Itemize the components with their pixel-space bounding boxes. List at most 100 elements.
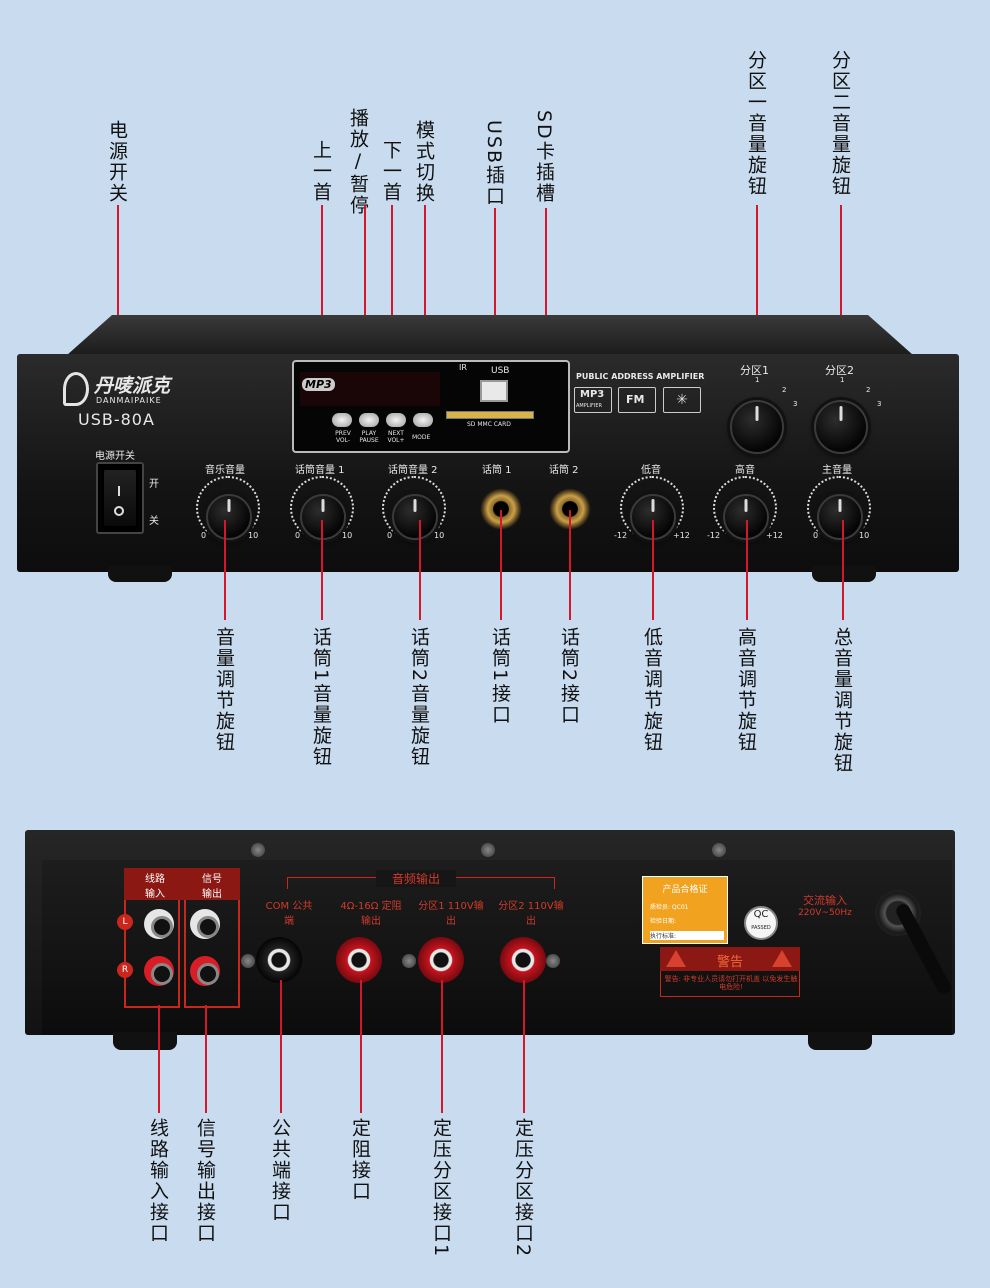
music-volume-title: 音乐音量 <box>205 465 245 476</box>
scale-label: 0 <box>387 531 393 540</box>
callout-line <box>364 205 366 420</box>
foot <box>108 566 172 582</box>
label-play-pause: 播放/暂停 <box>347 108 369 216</box>
fm-badge <box>618 387 656 413</box>
com-title: COM 公共端 <box>265 901 313 927</box>
fixed-title: 4Ω-16Ω 定阻输出 <box>340 901 402 927</box>
play-pause-button[interactable] <box>359 413 379 427</box>
mp3-badge-text: MP3 <box>580 389 605 400</box>
cert-line: 执行标准: <box>650 931 724 940</box>
signal-out-left-jack[interactable] <box>190 909 220 939</box>
scale-label: 0 <box>295 531 301 540</box>
channel-l-badge: L <box>117 914 133 930</box>
label-fixed: 定阻接口 <box>349 1118 371 1202</box>
ac-spec: 220V~50Hz <box>798 908 852 918</box>
callout-line <box>652 520 654 620</box>
com-terminal[interactable] <box>256 937 302 983</box>
zone2-volume-knob[interactable] <box>814 400 868 454</box>
mic2-volume-knob[interactable] <box>392 494 438 540</box>
line-in-left-jack[interactable] <box>144 909 174 939</box>
label-zone2-knob: 分区二音量旋钮 <box>829 50 851 197</box>
callout-line <box>569 510 571 620</box>
label-prev: 上一首 <box>310 140 332 203</box>
power-switch[interactable] <box>96 462 144 534</box>
brand-name-en: DANMAIPAIKE <box>96 396 162 405</box>
power-title: 电源开关 <box>95 451 135 462</box>
label-usb: USB插口 <box>483 120 505 208</box>
bluetooth-icon: ✳ <box>663 387 701 413</box>
line-in-right-jack[interactable] <box>144 956 174 986</box>
master-volume-knob[interactable] <box>817 494 863 540</box>
cert-line: 质检员: QC01 <box>650 904 689 911</box>
callout-line <box>205 1005 207 1113</box>
callout-line <box>224 520 226 620</box>
sd-slot[interactable] <box>446 411 534 419</box>
zone1-volume-knob[interactable] <box>730 400 784 454</box>
zone2-terminal[interactable] <box>500 937 546 983</box>
power-off-label: 关 <box>149 516 159 527</box>
callout-line <box>321 520 323 620</box>
fixed-terminal[interactable] <box>336 937 382 983</box>
mic1-volume-knob[interactable] <box>300 494 346 540</box>
model-number: USB-80A <box>78 410 155 429</box>
callout-line <box>500 510 502 620</box>
amplifier-text: AMPLIFIER <box>576 403 602 409</box>
cert-title: 产品合格证 <box>662 885 708 895</box>
brand-logo-icon <box>63 372 89 406</box>
label-mic2-volume: 话筒2音量旋钮 <box>408 627 430 768</box>
zone1-terminal[interactable] <box>418 937 464 983</box>
callout-line <box>441 980 443 1113</box>
label-zone2-out: 定压分区接口2 <box>512 1118 534 1259</box>
label-next: 下一首 <box>380 140 402 203</box>
scale-label: 10 <box>859 531 870 540</box>
zone1-out-title: 分区1 110V输出 <box>418 901 484 927</box>
passed-text: PASSED <box>751 925 771 931</box>
label-signal-out: 信号输出接口 <box>194 1118 216 1244</box>
screw-icon <box>241 954 255 968</box>
scale-label: +12 <box>766 531 783 540</box>
rocker-off-mark <box>114 506 124 516</box>
music-volume-knob[interactable] <box>206 494 252 540</box>
next-label: NEXT VOL+ <box>387 430 405 444</box>
mode-button[interactable] <box>413 413 433 427</box>
scale-label: 10 <box>248 531 259 540</box>
audio-out-title: 音频输出 <box>376 870 456 887</box>
scale-label: -12 <box>614 531 628 540</box>
label-zone1-out: 定压分区接口1 <box>430 1118 452 1259</box>
callout-line <box>494 208 496 383</box>
callout-line <box>842 520 844 620</box>
next-button[interactable] <box>386 413 406 427</box>
treble-title: 高音 <box>735 465 755 476</box>
callout-line <box>321 205 323 420</box>
callout-line <box>523 980 525 1113</box>
label-treble: 高音调节旋钮 <box>735 627 757 753</box>
signal-out-title: 信号 输出 <box>202 874 222 900</box>
play-label: PLAY PAUSE <box>359 430 379 444</box>
label-line-in: 线路输入接口 <box>147 1118 169 1244</box>
label-master: 总音量调节旋钮 <box>831 627 853 774</box>
label-mic1-jack: 话筒1接口 <box>489 627 511 726</box>
ac-input-title: 交流输入 <box>803 894 847 907</box>
prev-button[interactable] <box>332 413 352 427</box>
master-title: 主音量 <box>822 465 852 476</box>
exclamation-icon <box>772 950 792 967</box>
cert-line: 检验日期: <box>650 918 677 925</box>
signal-out-right-jack[interactable] <box>190 956 220 986</box>
usb-title: USB <box>491 366 510 376</box>
front-panel-top <box>67 315 913 355</box>
mic1-title: 话筒 1 <box>482 465 512 476</box>
callout-line <box>280 980 282 1113</box>
sd-card-label: SD MMC CARD <box>467 421 511 428</box>
screw-icon <box>712 843 726 857</box>
callout-line <box>419 520 421 620</box>
label-mic1-volume: 话筒1音量旋钮 <box>310 627 332 768</box>
label-sd: SD卡插槽 <box>533 110 555 204</box>
bass-title: 低音 <box>641 465 661 476</box>
qc-text: QC <box>753 909 769 920</box>
screw-icon <box>481 843 495 857</box>
mic2-title: 话筒 2 <box>549 465 579 476</box>
usb-port[interactable] <box>480 380 508 402</box>
warning-title: 警告 <box>716 955 743 970</box>
screw-icon <box>546 954 560 968</box>
high-voltage-icon <box>666 950 686 967</box>
